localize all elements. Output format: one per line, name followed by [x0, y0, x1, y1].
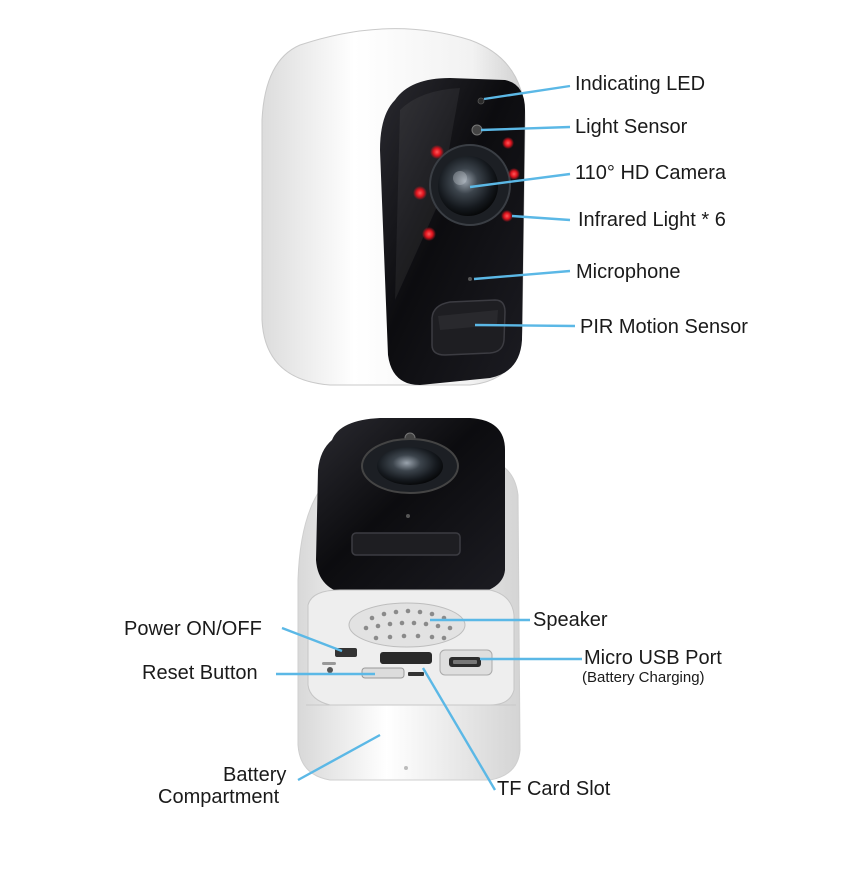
label-speaker: Speaker — [533, 609, 608, 631]
label-microphone: Microphone — [576, 261, 681, 283]
leader-light-sensor — [480, 125, 571, 132]
indicating-led — [477, 97, 485, 105]
pir-window-bottom — [351, 532, 461, 556]
label-battery-line2: Compartment — [158, 786, 280, 808]
leader-infrared — [511, 214, 571, 222]
infrared-led — [508, 168, 520, 180]
label-infrared: Infrared Light * 6 — [578, 209, 726, 231]
leader-battery — [297, 733, 381, 782]
label-reset: Reset Button — [142, 662, 258, 684]
label-indicating-led: Indicating LED — [575, 73, 706, 95]
top-camera — [261, 28, 526, 386]
speaker-holes — [363, 608, 453, 641]
leader-indicating-led — [483, 84, 571, 101]
leader-microphone — [473, 269, 571, 281]
label-light-sensor: Light Sensor — [575, 116, 688, 138]
reset-hole — [327, 667, 333, 673]
label-power: Power ON/OFF — [124, 618, 262, 640]
label-usb: Micro USB Port — [584, 647, 722, 669]
tf-card-slot — [380, 652, 432, 664]
speaker-grille — [348, 602, 466, 648]
label-tf: TF Card Slot — [497, 778, 611, 800]
bottom-camera — [297, 418, 521, 781]
infrared-led — [501, 210, 513, 222]
microphone-hole — [468, 277, 472, 281]
leader-camera — [469, 172, 571, 189]
pir-sensor-window — [431, 299, 506, 356]
infrared-led — [413, 186, 427, 200]
label-usb-sub: (Battery Charging) — [582, 669, 705, 686]
label-pir: PIR Motion Sensor — [580, 316, 748, 338]
leader-tf — [421, 667, 497, 791]
infrared-led — [430, 145, 444, 159]
leader-lines — [276, 84, 582, 791]
camera-lens-bottom — [377, 447, 443, 485]
label-battery-line1: Battery — [223, 764, 287, 786]
label-camera: 110° HD Camera — [575, 162, 727, 184]
light-sensor — [471, 124, 483, 136]
leader-power — [281, 626, 343, 653]
infrared-led — [422, 227, 436, 241]
camera-lens — [438, 156, 498, 216]
infrared-led — [502, 137, 514, 149]
leader-pir — [474, 323, 576, 328]
